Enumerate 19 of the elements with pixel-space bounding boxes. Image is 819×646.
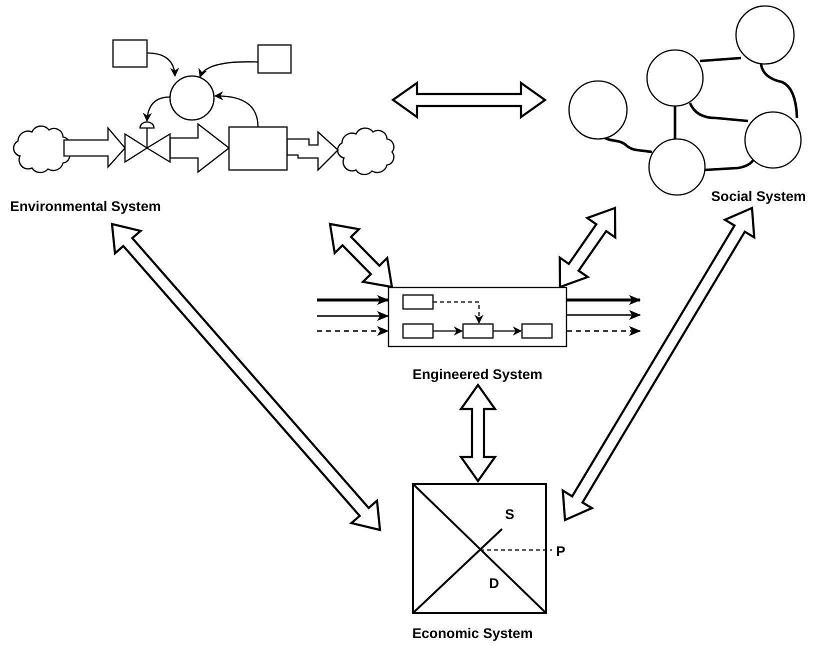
system-label: Environmental System — [10, 198, 161, 214]
double-arrow — [458, 383, 498, 483]
system-label: Economic System — [411, 625, 534, 641]
curve-label: D — [489, 575, 500, 591]
arrow — [317, 295, 389, 305]
double-arrow — [558, 206, 616, 289]
system-label: Engineered System — [412, 366, 544, 382]
dashed-arrow — [317, 326, 389, 336]
double-arrow — [110, 222, 382, 532]
arrow — [317, 311, 389, 321]
double-arrow — [391, 80, 547, 120]
double-arrow — [328, 222, 394, 288]
arrow — [567, 295, 641, 305]
curve-label: S — [505, 506, 514, 522]
dashed-arrow — [567, 326, 641, 336]
axis-label: P — [556, 543, 566, 559]
arrow — [567, 310, 641, 320]
system-label: Social System — [711, 188, 806, 204]
double-arrow — [562, 206, 756, 522]
